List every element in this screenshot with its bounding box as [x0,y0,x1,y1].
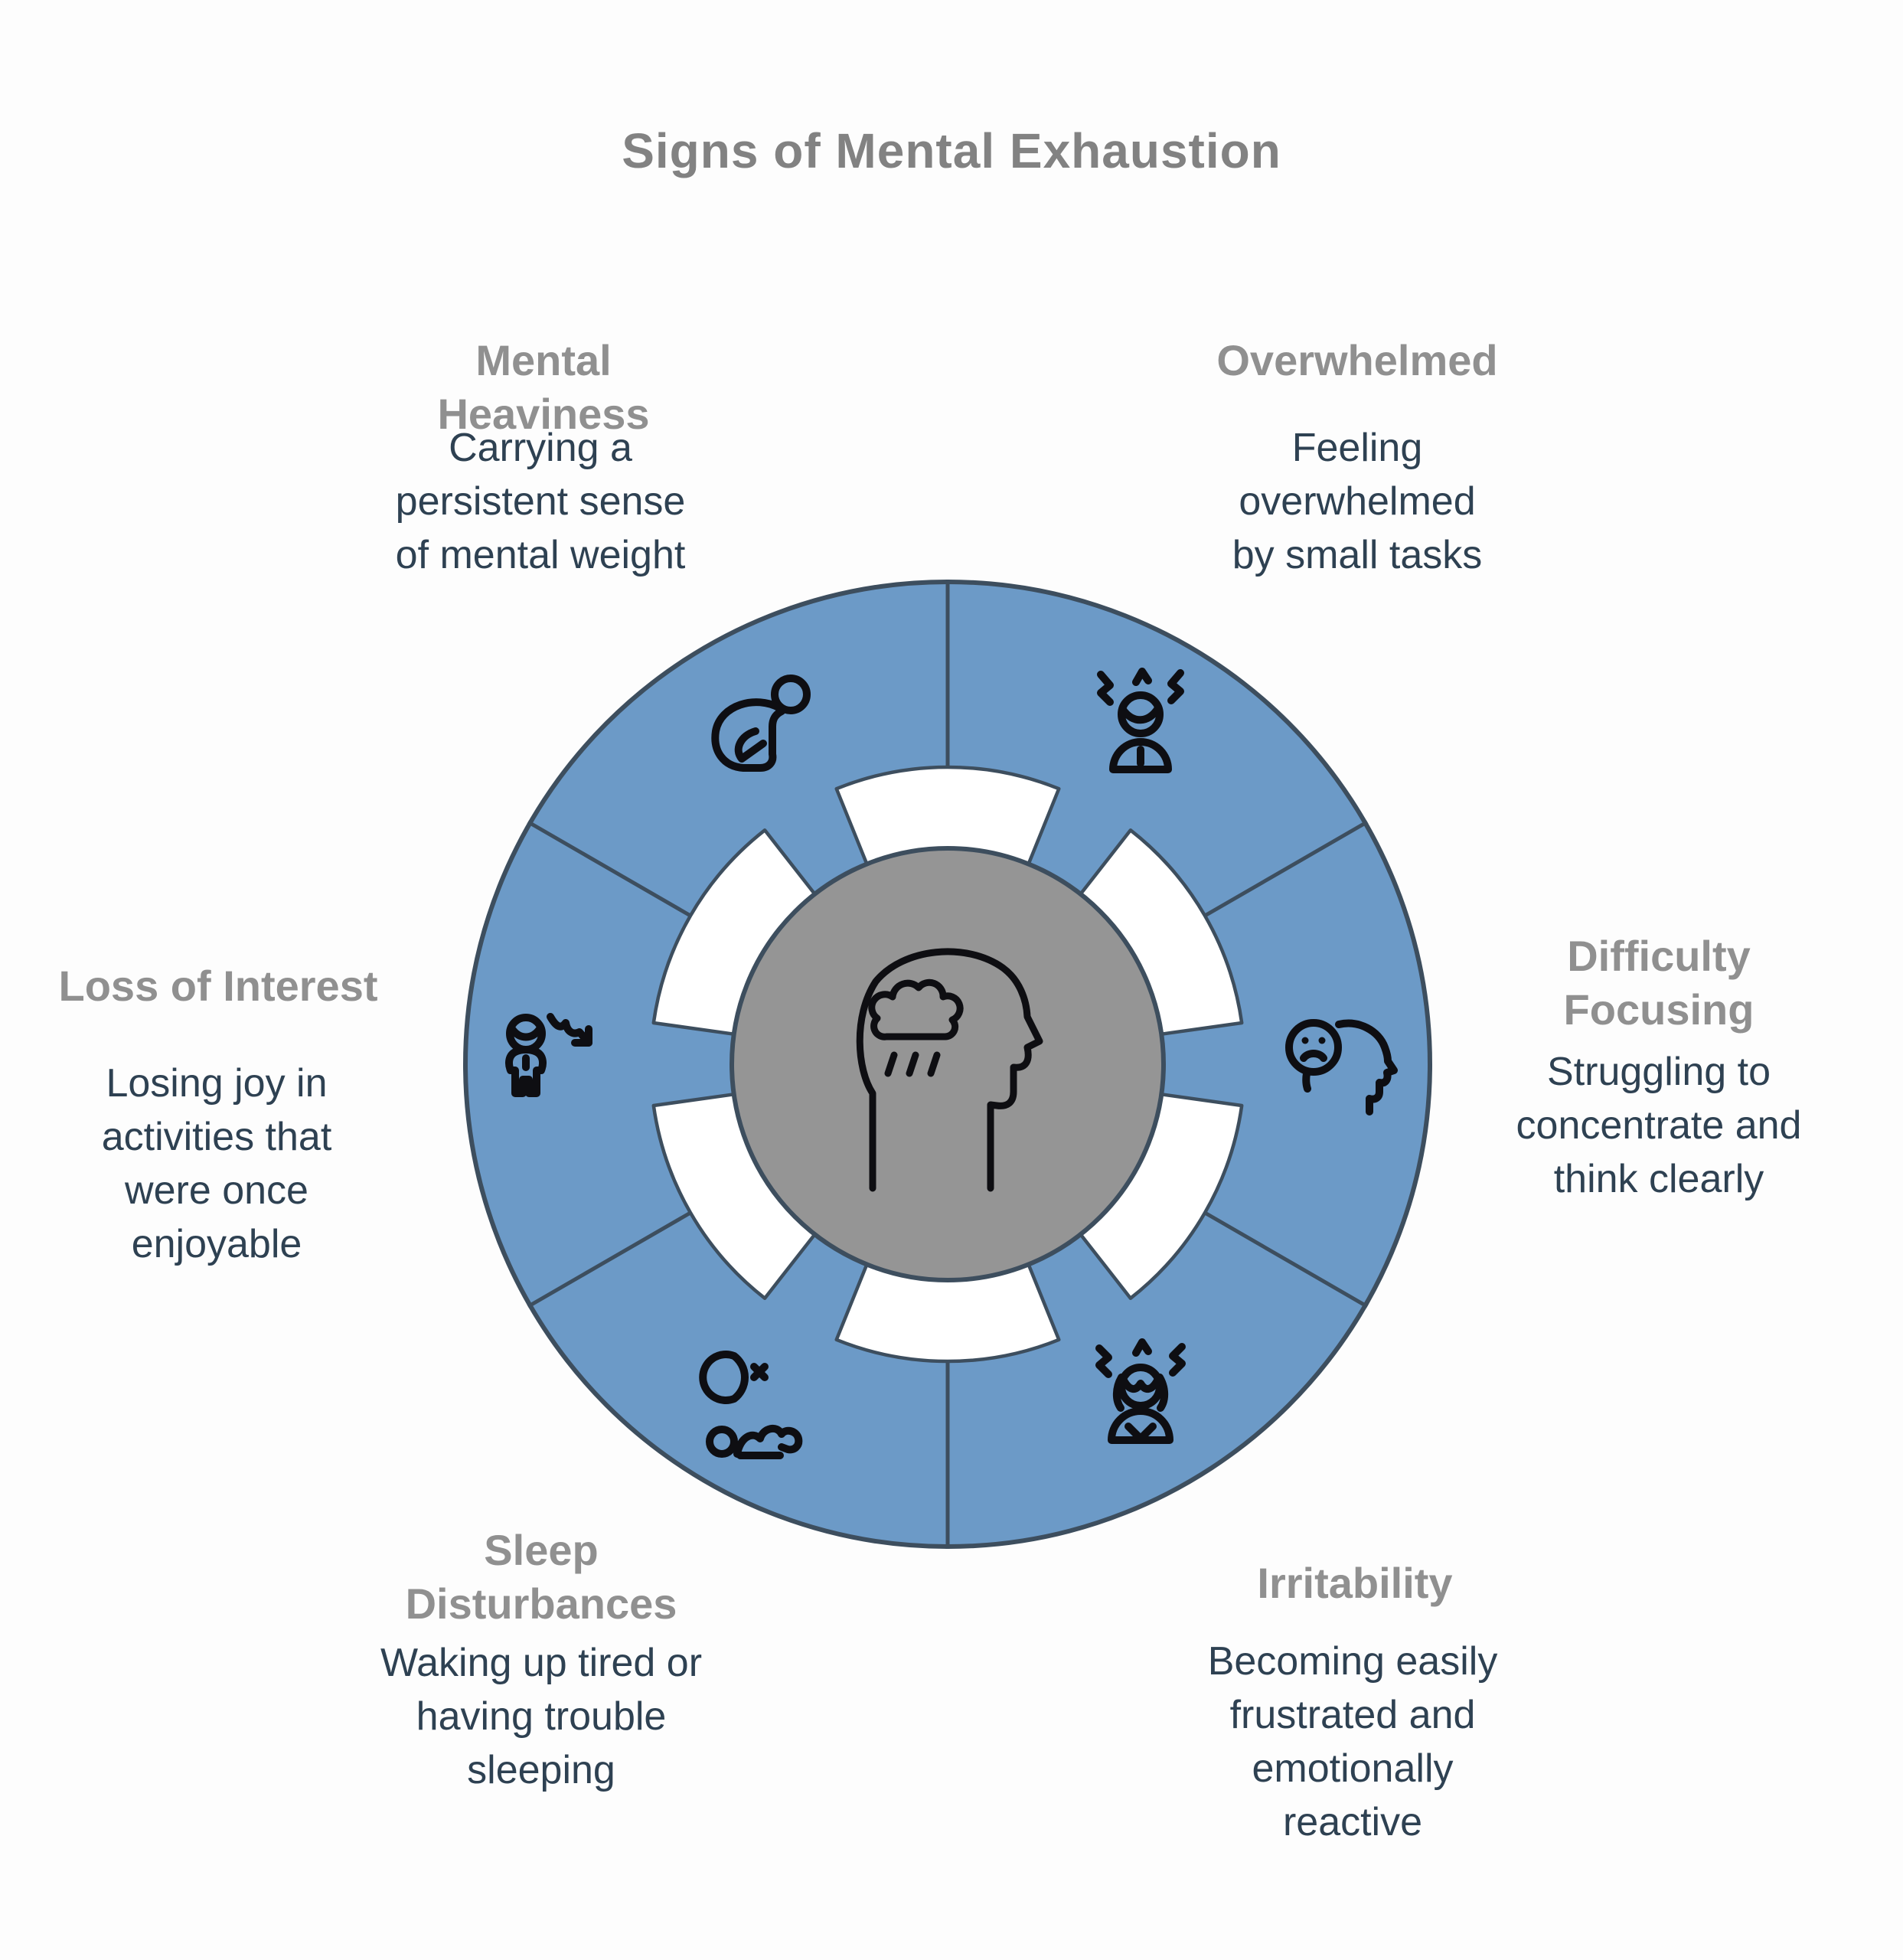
person-body [505,1046,547,1097]
frown-mouth [1300,1050,1327,1062]
rain-cloud [868,978,964,1040]
person-declining-arrow-icon [505,1013,592,1097]
stress-zigzag-right [1169,1343,1186,1377]
v-neckline [1124,1423,1157,1442]
shoulders [1109,738,1172,773]
stressed-person-icon [1097,668,1184,773]
declining-arrow-shaft [547,1013,592,1047]
stress-zigzag-left [1095,1344,1112,1378]
segment-description-overwhelmed: Feeling overwhelmed by small tasks [1232,426,1483,577]
arm-fold [734,727,767,763]
sleeper-head [706,1426,738,1458]
tear-line [1302,1070,1311,1093]
bent-body [711,698,785,772]
segment-description-difficulty-focusing: Struggling to concentrate and think clea… [1516,1050,1802,1201]
head-with-rain-cloud-icon [856,948,1043,1192]
sleep-x-star [750,1363,769,1381]
segment-heading-overwhelmed: Overwhelmed [1216,336,1498,384]
left-eye [1301,1037,1309,1044]
stress-mark-top [1132,1338,1152,1357]
right-eye [1318,1037,1326,1044]
face-line [1119,704,1162,724]
head-profile-outline [856,948,1043,1192]
shoulders [1108,1407,1173,1444]
segment-heading-loss-of-interest: Loss of Interest [58,962,378,1010]
declining-arrow-head [571,1025,592,1047]
hair-fringe [1120,1377,1161,1393]
sad-face-head-profile-icon [1285,1019,1398,1116]
rain-lines [884,1051,941,1077]
page-title: Signs of Mental Exhaustion [622,123,1281,178]
face-line [508,1025,543,1041]
segment-description-loss-of-interest: Losing joy in activities that were once … [101,1061,332,1266]
stress-mark-top [1132,668,1152,686]
stressed-woman-icon [1095,1338,1186,1444]
segment-heading-irritability: Irritability [1257,1559,1453,1607]
center-hub-circle [730,846,1166,1282]
crescent-moon [699,1351,749,1404]
segment-heading-difficulty-focusing: Difficulty Focusing [1563,932,1754,1034]
stress-zigzag-right [1167,669,1184,704]
kneeling-exhausted-person-icon [711,675,811,772]
stress-zigzag-left [1097,671,1114,706]
segment-description-irritability: Becoming easily frustrated and emotional… [1207,1639,1498,1844]
segment-description-mental-heaviness: Carrying a persistent sense of mental we… [395,426,686,577]
person-head [771,675,811,714]
person-head [1118,691,1164,737]
segment-description-sleep-disturbances: Waking up tired or having trouble sleepi… [380,1641,703,1792]
curled-body [733,1424,803,1458]
segment-heading-mental-heaviness: Mental Heaviness [437,336,650,438]
moon-and-sleeping-person-icon [699,1351,803,1459]
sad-face [1285,1019,1342,1076]
head-profile [1335,1019,1398,1116]
segment-divider-lines [527,580,1369,1549]
segment-heading-sleep-disturbances: Sleep Disturbances [405,1526,677,1628]
